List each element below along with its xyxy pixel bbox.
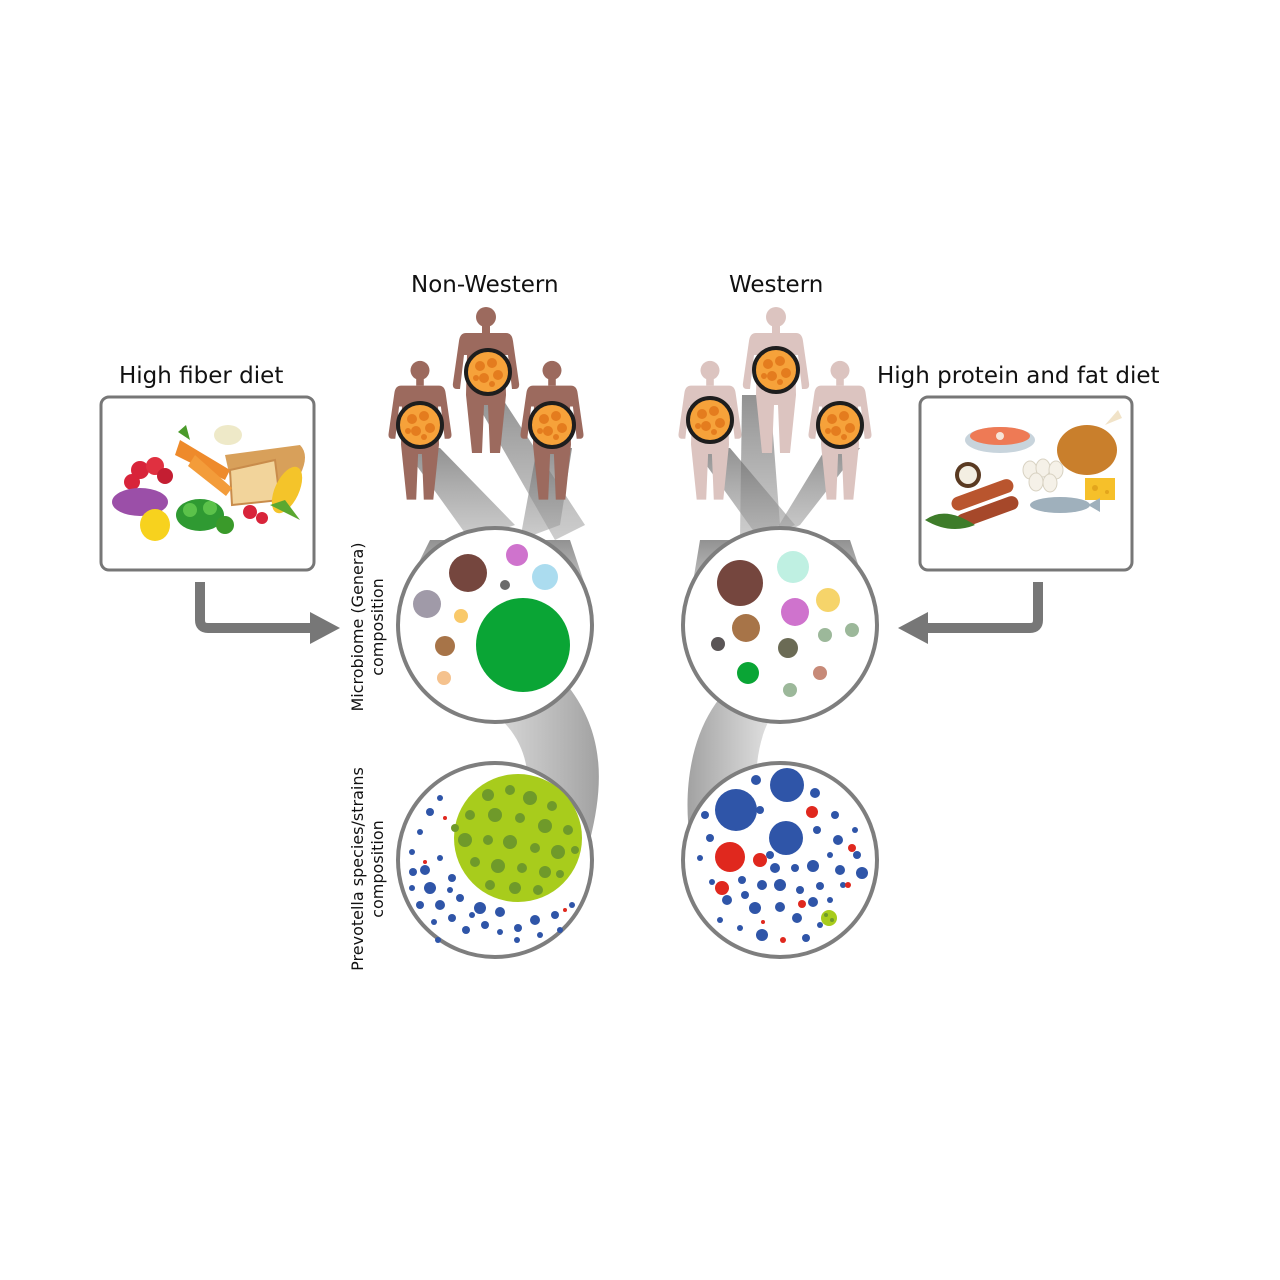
intestine-icon [752, 346, 800, 394]
prevotella-axis-line1: Prevotella species/strains [348, 767, 367, 971]
nonwestern-genera-circle [396, 526, 594, 724]
prevotella-axis-label: Prevotella species/strains composition [348, 746, 388, 992]
high-fiber-diet-label: High fiber diet [119, 363, 284, 389]
prevotella-axis-line2: composition [368, 820, 387, 918]
right-diet-arrow [898, 582, 1043, 644]
left-diet-arrow [195, 582, 340, 644]
microbiome-axis-line1: Microbiome (Genera) [348, 542, 367, 712]
intestine-icon [528, 401, 576, 449]
western-species-circle [681, 761, 879, 959]
intestine-icon [816, 401, 864, 449]
western-genera-circle [681, 526, 879, 724]
microbiome-axis-label: Microbiome (Genera) composition [348, 532, 388, 722]
microbiome-axis-line2: composition [368, 578, 387, 676]
intestine-icon [464, 348, 512, 396]
meat-fish-eggs-cheese-icon [918, 395, 1134, 572]
high-protein-fat-diet-label: High protein and fat diet [877, 363, 1160, 389]
western-heading: Western [729, 272, 824, 298]
nonwestern-species-circle [396, 761, 594, 959]
non-western-heading: Non-Western [411, 272, 559, 298]
fruits-vegetables-bread-icon [99, 395, 316, 572]
intestine-icon [686, 396, 734, 444]
intestine-icon [396, 401, 444, 449]
